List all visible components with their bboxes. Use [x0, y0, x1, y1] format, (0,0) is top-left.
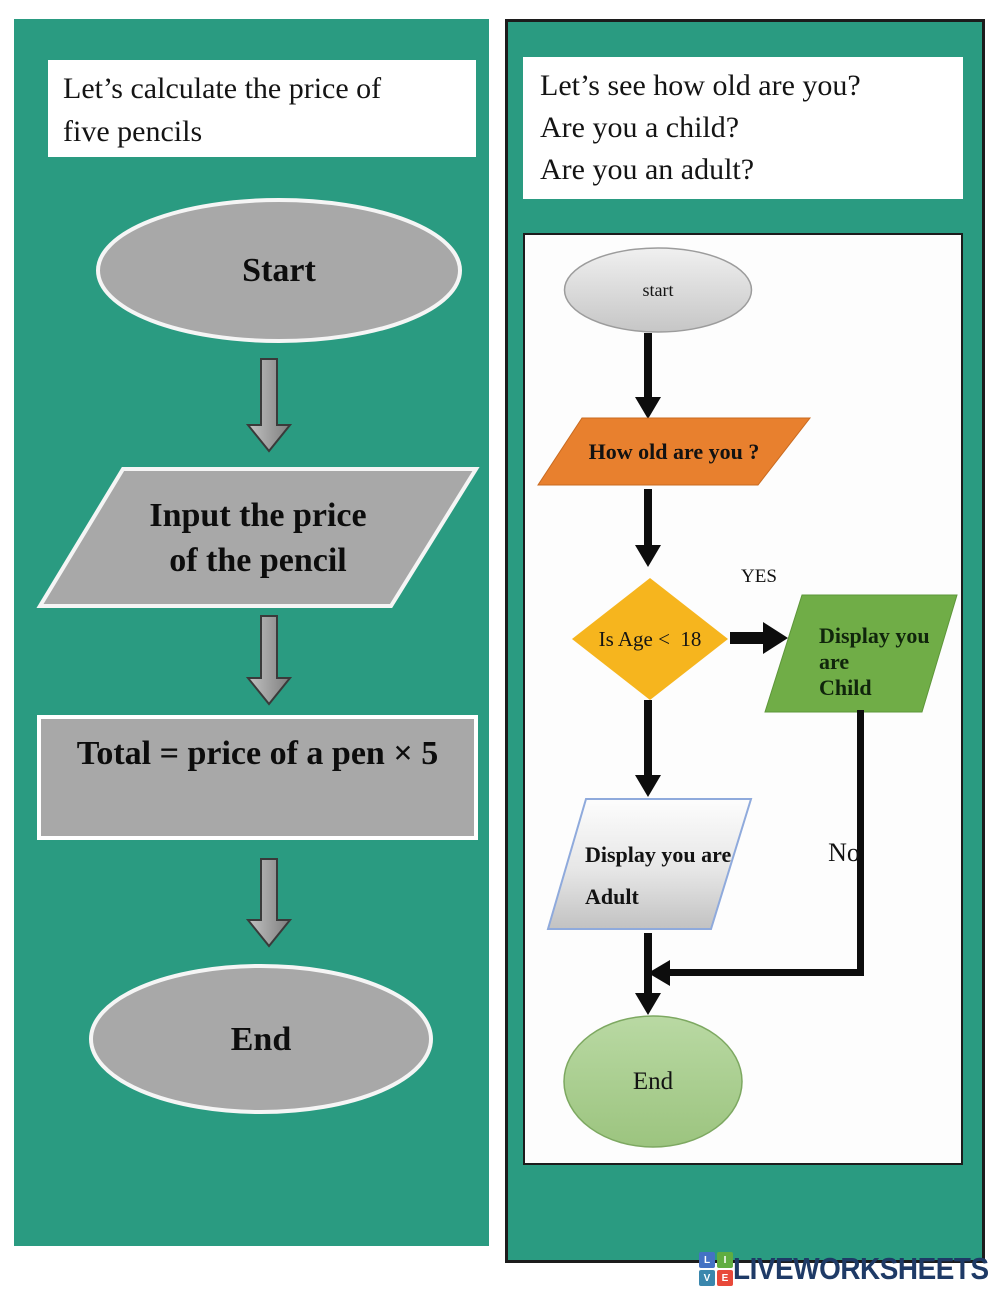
- flow-start-terminator: Start: [95, 197, 463, 344]
- logo-square-e: E: [717, 1270, 733, 1286]
- flow-display-adult-parallelogram: Display you are Adult: [546, 798, 753, 930]
- flow-start-terminator: start: [563, 247, 753, 333]
- flow-question-parallelogram: How old are you ?: [537, 417, 812, 486]
- logo-wordmark: LIVEWORKSHEETS: [733, 1251, 989, 1286]
- logo-square-v: V: [699, 1270, 715, 1286]
- arrow-right-icon: [730, 620, 790, 656]
- ellipse-shape: [89, 964, 433, 1114]
- flow-end-terminator: End: [88, 963, 434, 1115]
- ellipse-shape: [563, 1015, 743, 1148]
- start-label: Start: [242, 252, 316, 289]
- no-branch-horizontal-line: [664, 969, 864, 976]
- ellipse-shape: [563, 247, 753, 333]
- right-title-box: Let’s see how old are you? Are you a chi…: [523, 57, 963, 199]
- flow-input-parallelogram: Input the price of the pencil: [36, 467, 480, 608]
- parallelogram-shape: [537, 417, 812, 486]
- start-label: start: [642, 280, 674, 300]
- logo-letter-squares: L I V E: [699, 1252, 733, 1286]
- end-label: End: [230, 1020, 292, 1058]
- flow-process-rectangle: Total = price of a pen × 5: [37, 715, 478, 840]
- arrow-down-icon: [245, 358, 293, 453]
- liveworksheets-logo[interactable]: L I V E LIVEWORKSHEETS: [699, 1250, 1000, 1290]
- yes-branch-label: YES: [741, 566, 777, 587]
- arrow-down-icon: [635, 333, 661, 419]
- diamond-shape: [572, 578, 728, 700]
- left-title-box: Let’s calculate the price of five pencil…: [48, 60, 476, 157]
- arrow-down-icon: [635, 933, 661, 1015]
- parallelogram-shape: [546, 798, 753, 930]
- parallelogram-shape: [36, 467, 480, 608]
- no-branch-label: No: [828, 838, 860, 867]
- arrow-down-icon: [635, 489, 661, 567]
- parallelogram-shape: [764, 594, 958, 713]
- end-label: End: [632, 1067, 674, 1095]
- decision-label: Is Age < 18: [598, 627, 702, 651]
- child-label: Display you are Child: [819, 622, 930, 700]
- flow-decision-diamond: Is Age < 18: [572, 578, 728, 700]
- arrow-down-icon: [635, 700, 661, 797]
- flow-display-child-parallelogram: Display you are Child: [764, 594, 958, 713]
- no-branch-vertical-line: [857, 710, 864, 976]
- ellipse-shape: [96, 198, 462, 343]
- arrow-down-icon: [245, 615, 293, 706]
- process-label: Total = price of a pen × 5: [76, 735, 439, 772]
- flow-end-terminator: End: [563, 1015, 743, 1148]
- question-label: How old are you ?: [588, 438, 760, 464]
- logo-square-l: L: [699, 1252, 715, 1268]
- arrow-left-icon: [648, 960, 670, 986]
- adult-label: Display you are Adult: [585, 842, 732, 909]
- input-label: Input the price of the pencil: [149, 496, 367, 579]
- logo-square-i: I: [717, 1252, 733, 1268]
- arrow-down-icon: [245, 858, 293, 948]
